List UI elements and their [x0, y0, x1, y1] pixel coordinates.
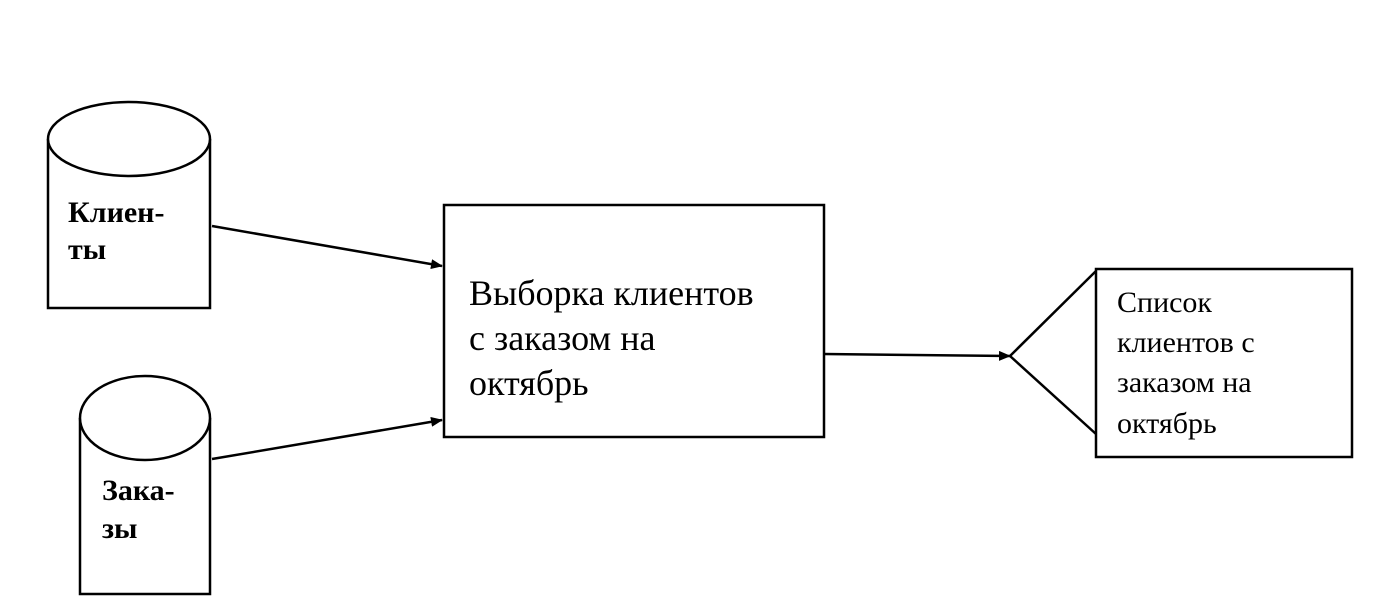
output-connector-lower	[1009, 355, 1097, 435]
output-box-label-line-3: заказом на	[1117, 366, 1252, 399]
process-box-label-line-2: с заказом на	[469, 318, 655, 358]
clients-database: Клиен- ты	[46, 100, 212, 310]
process-box: Выборка клиентов с заказом на октябрь	[442, 203, 826, 439]
arrow-process-to-output	[823, 350, 1011, 361]
orders-database: Зака- зы	[78, 374, 212, 596]
output-box-label-line-1: Список	[1117, 286, 1212, 319]
clients-database-top	[46, 100, 212, 178]
process-box-label-line-1: Выборка клиентов	[469, 273, 754, 313]
clients-database-label-line-1: Клиен-	[68, 196, 164, 229]
output-box-label-line-2: клиентов с	[1117, 326, 1255, 359]
orders-database-label-line-1: Зака-	[102, 474, 175, 507]
output-box-label-line-4: октябрь	[1117, 407, 1217, 440]
process-box-frame	[442, 203, 826, 439]
clients-database-label-line-2: ты	[68, 233, 106, 266]
orders-database-body	[78, 418, 212, 596]
output-connector-upper	[1009, 270, 1097, 357]
arrow-orders-to-process	[211, 416, 443, 461]
output-box-frame	[1094, 267, 1354, 459]
arrow-clients-to-process	[211, 224, 443, 270]
output-box: Список клиентов с заказом на октябрь	[1094, 267, 1354, 459]
orders-database-top	[78, 374, 212, 462]
process-box-label-line-3: октябрь	[469, 363, 589, 403]
clients-database-body	[46, 139, 212, 310]
orders-database-label-line-2: зы	[102, 512, 137, 545]
